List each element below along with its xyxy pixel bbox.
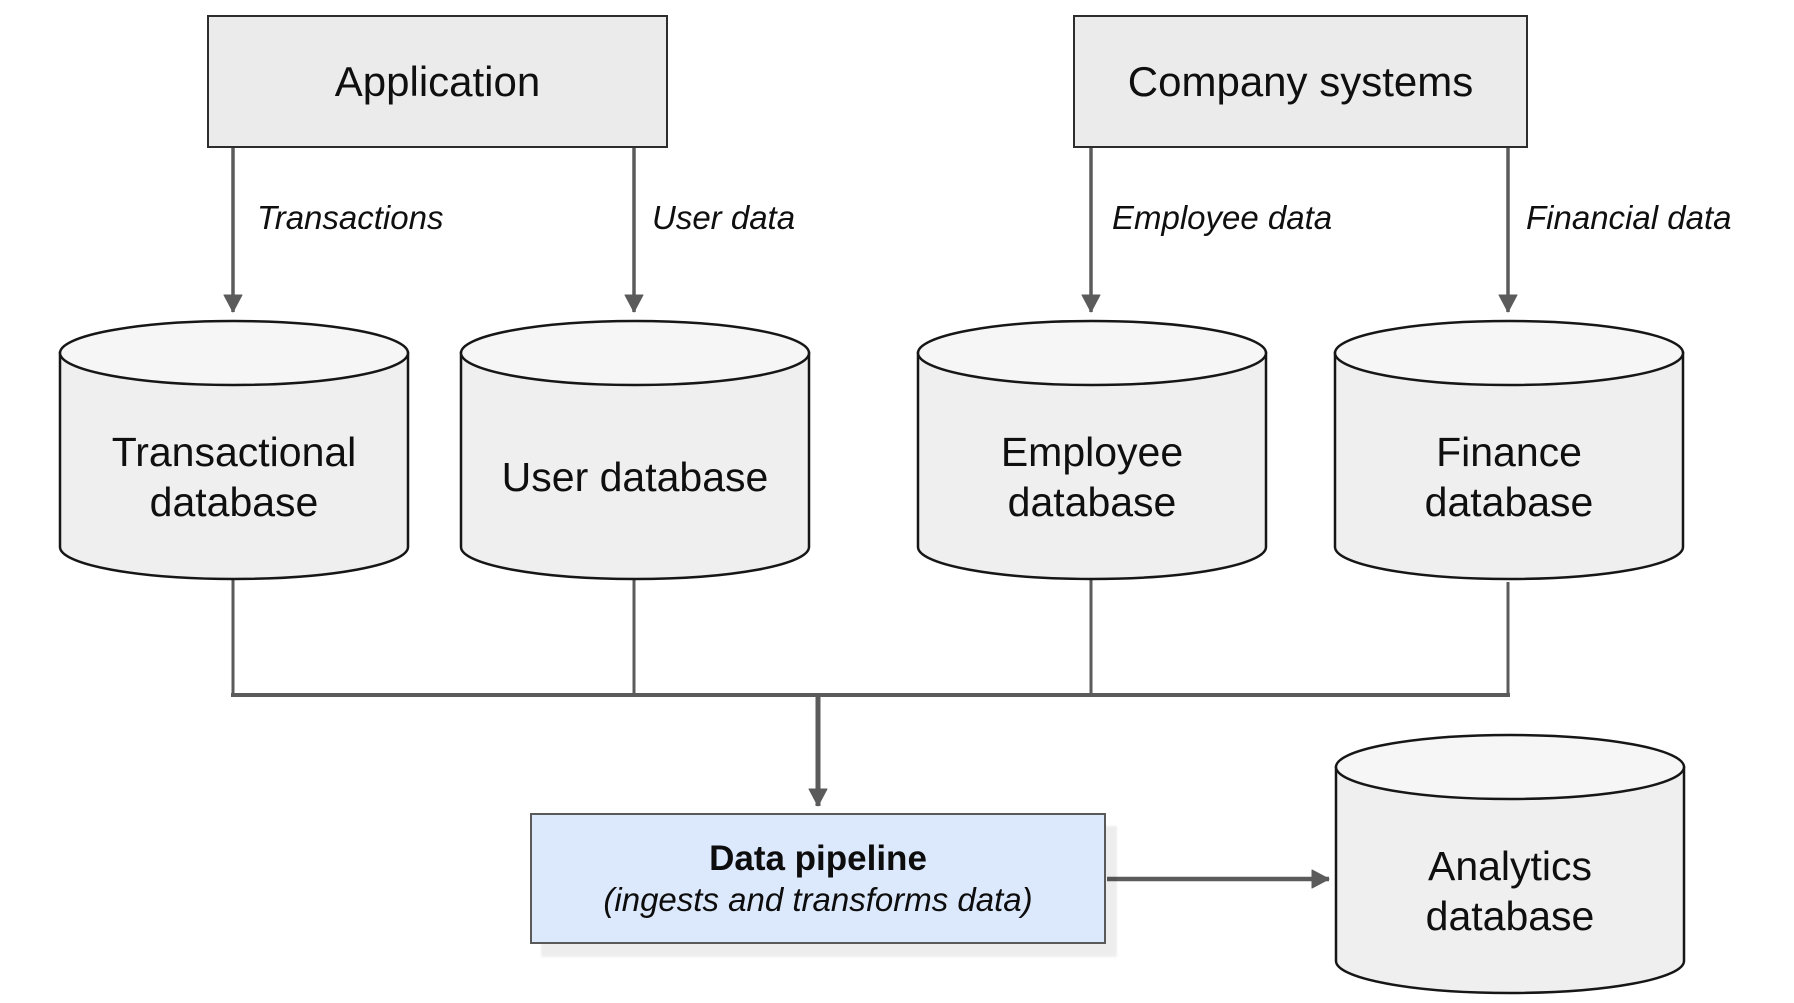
database-label-line: User database	[501, 454, 769, 500]
company-systems-box: Company systems	[1073, 15, 1528, 148]
employee-database-cylinder: Employee database	[916, 319, 1268, 581]
database-label-line: database	[1424, 479, 1594, 525]
transactional-database-cylinder: Transactional database	[58, 319, 410, 581]
flow-label-transactions: Transactions	[257, 199, 444, 236]
database-label-line: Analytics	[1427, 843, 1593, 889]
database-cylinder-shape	[459, 319, 811, 581]
finance-database-cylinder: Finance database	[1333, 319, 1685, 581]
database-cylinder-shape	[1334, 733, 1686, 995]
user-database-label: User database	[459, 381, 811, 573]
database-label-line: Employee	[1000, 429, 1184, 475]
analytics-database-label: Analytics database	[1334, 795, 1686, 987]
transactional-database-label: Transactional database	[58, 381, 410, 573]
data-pipeline-title: Data pipeline	[709, 838, 927, 878]
database-label-line: Finance	[1436, 429, 1582, 475]
finance-database-label: Finance database	[1333, 381, 1685, 573]
database-cylinder-shape	[916, 319, 1268, 581]
user-database-cylinder: User database	[459, 319, 811, 581]
application-box-label: Application	[334, 57, 541, 105]
company-systems-box-label: Company systems	[1127, 57, 1474, 105]
flow-label-financial-data: Financial data	[1526, 199, 1732, 236]
flow-label-employee-data: Employee data	[1112, 199, 1333, 236]
data-pipeline-subtitle: (ingests and transforms data)	[603, 880, 1033, 918]
application-box: Application	[207, 15, 668, 148]
database-label-line: database	[1425, 893, 1595, 939]
employee-database-label: Employee database	[916, 381, 1268, 573]
database-label-line: database	[149, 479, 319, 525]
flow-label-user-data: User data	[652, 199, 796, 236]
data-pipeline-box: Data pipeline (ingests and transforms da…	[530, 813, 1106, 944]
database-cylinder-shape	[1333, 319, 1685, 581]
database-cylinder-shape	[58, 319, 410, 581]
database-label-line: Transactional	[111, 429, 357, 475]
database-label-line: database	[1007, 479, 1177, 525]
analytics-database-cylinder: Analytics database	[1334, 733, 1686, 995]
